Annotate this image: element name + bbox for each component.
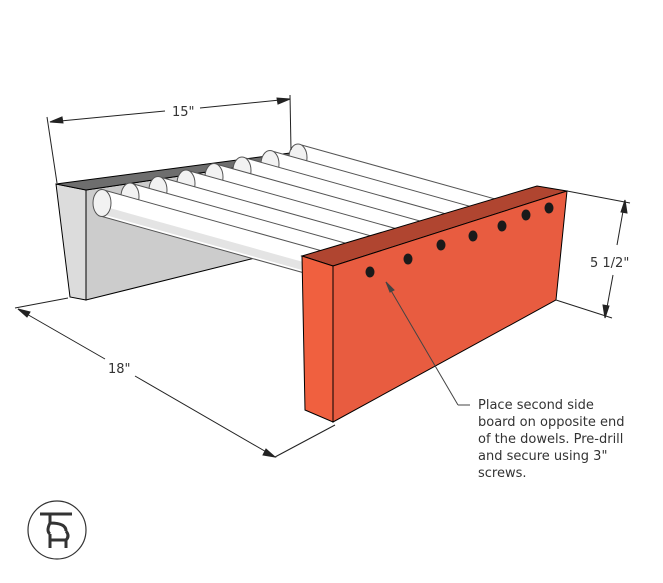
- callout-leader: [385, 281, 470, 406]
- dimension-height: [555, 190, 631, 319]
- screw-hole: [521, 209, 531, 221]
- callout-line: and secure using 3": [478, 449, 608, 464]
- screw-hole: [544, 202, 554, 214]
- screw-hole: [403, 253, 413, 265]
- callout-line: Place second side: [478, 398, 594, 413]
- width-label: 15": [172, 105, 195, 120]
- screw-holes: [365, 202, 554, 278]
- screw-hole: [365, 266, 375, 278]
- callout-line: board on opposite end: [478, 415, 625, 430]
- front-side-board: [300, 185, 568, 423]
- height-label: 5 1/2": [590, 256, 629, 271]
- dimension-width: [46, 94, 292, 184]
- screw-hole: [497, 220, 507, 232]
- callout-line: of the dowels. Pre-drill: [478, 432, 624, 447]
- screw-hole: [436, 239, 446, 251]
- callout-note: Place second side board on opposite end …: [478, 397, 658, 482]
- length-label: 18": [108, 362, 131, 377]
- callout-line: screws.: [478, 466, 527, 481]
- side-board-end: [301, 255, 334, 423]
- logo: [27, 500, 87, 560]
- screw-hole: [468, 230, 478, 242]
- dimension-length: [14, 297, 336, 458]
- back-board-end: [55, 183, 87, 301]
